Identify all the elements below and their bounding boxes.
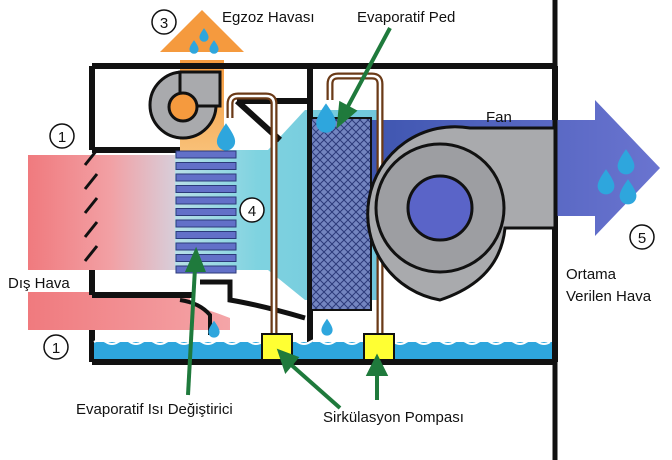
exchanger-plate [175,219,237,228]
exchanger-plate [175,173,237,182]
marker-1-bottom: 1 [52,340,60,357]
evaporative-pad-label: Evaporatif Ped [357,9,455,26]
marker-circle-3 [151,9,177,35]
pad-pointer-head [336,100,358,129]
pad-pointer-line [344,27,392,111]
outside-air-label: Dış Hava [8,275,70,292]
marker-1-top: 1 [58,129,66,146]
lower-duct-wall-inner [179,298,212,335]
heat-exchanger-label: Evaporatif Isı Değiştirici [76,401,233,418]
exchanger-plate [175,265,237,274]
exchanger-plate [175,231,237,239]
exchanger-plate [175,208,237,216]
outside-air-stream [28,155,178,270]
marker-circle-4 [239,197,265,223]
exhaust-fan-outlet [178,70,222,108]
exchanger-plate [175,196,237,205]
evaporative-pad [310,117,372,311]
water-surface [93,339,551,345]
exchanger-pointer-line [186,267,197,396]
exchanger-plate [175,150,237,159]
heat-exchanger-plates [175,150,237,274]
marker-5: 5 [638,230,646,247]
exchanger-plate [175,254,237,262]
inlet-louvers [83,149,99,262]
right-circulation-pipe-inner [328,74,382,335]
marker-circle-5 [629,224,655,250]
exhaust-fan-hub [167,91,199,123]
exchanger-plate [175,185,237,193]
exchanger-plate [175,162,237,170]
marker-circle-1-top [49,123,75,149]
pad-drip-drop [321,318,333,336]
fan-label: Fan [486,109,512,126]
supply-air-label-line2: Verilen Hava [566,288,652,305]
right-pump-pointer-head [365,353,389,376]
circulation-pump-label: Sirkülasyon Pompası [323,409,464,426]
supply-air-label-line1: Ortama [566,266,617,283]
lower-duct-wall [200,279,306,321]
exhaust-air-label: Egzoz Havası [222,9,315,26]
marker-4: 4 [248,203,256,220]
marker-circle-1-bottom [43,334,69,360]
pad-spray-drop [316,103,336,133]
water-basin [94,342,552,359]
left-circulation-pipe-inner [228,94,276,335]
marker-3: 3 [160,15,168,32]
exchanger-plate [175,242,237,251]
exchanger-pointer-head [184,246,206,272]
exhaust-air-arrow [160,10,244,52]
supply-fan-hub [406,174,474,242]
lower-outside-air-stream [28,292,230,330]
right-circulation-pump [363,333,395,361]
left-pump-pointer-head [276,348,300,375]
left-pump-pointer-line [286,360,342,410]
